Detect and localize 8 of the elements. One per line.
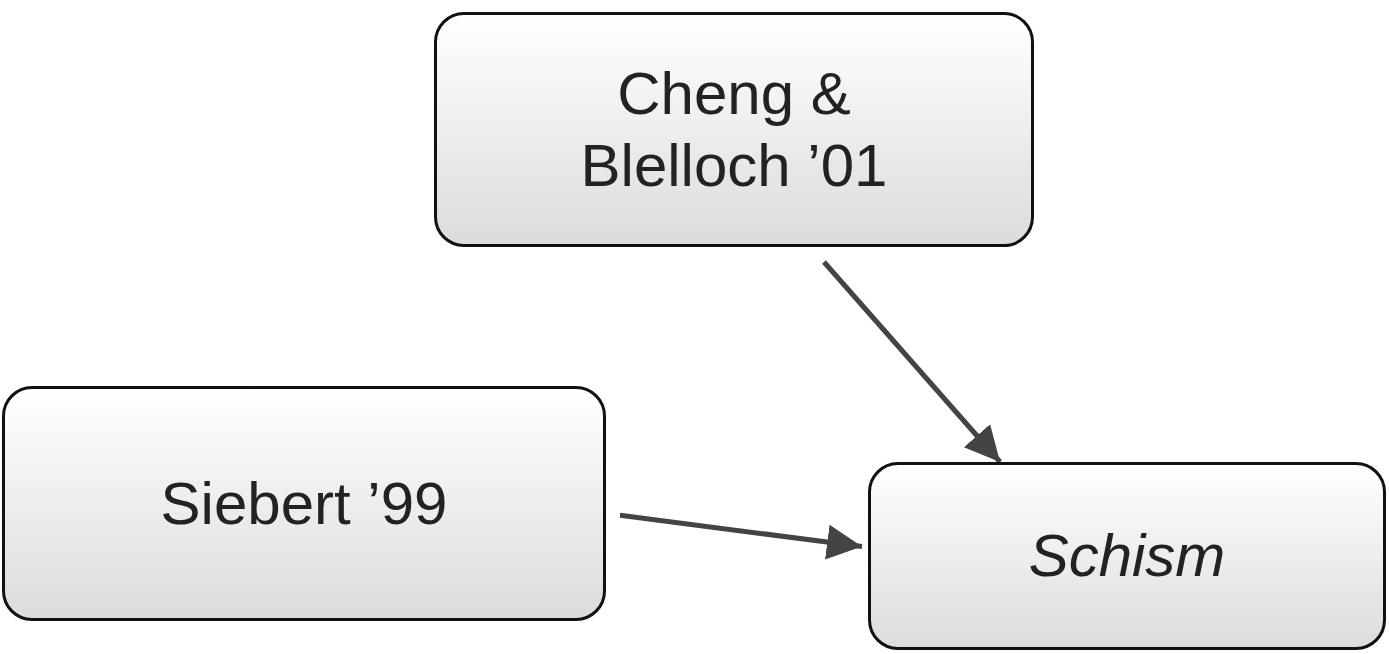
- rounded-box: [2, 386, 606, 621]
- node-label: Schism: [1028, 521, 1226, 591]
- node-label: Cheng & Blelloch ’01: [579, 58, 889, 201]
- arrow: [619, 512, 863, 560]
- arrow: [822, 260, 1002, 464]
- rounded-box: [434, 12, 1034, 247]
- rounded-box: [868, 462, 1386, 650]
- node-label: Siebert ’99: [160, 468, 448, 539]
